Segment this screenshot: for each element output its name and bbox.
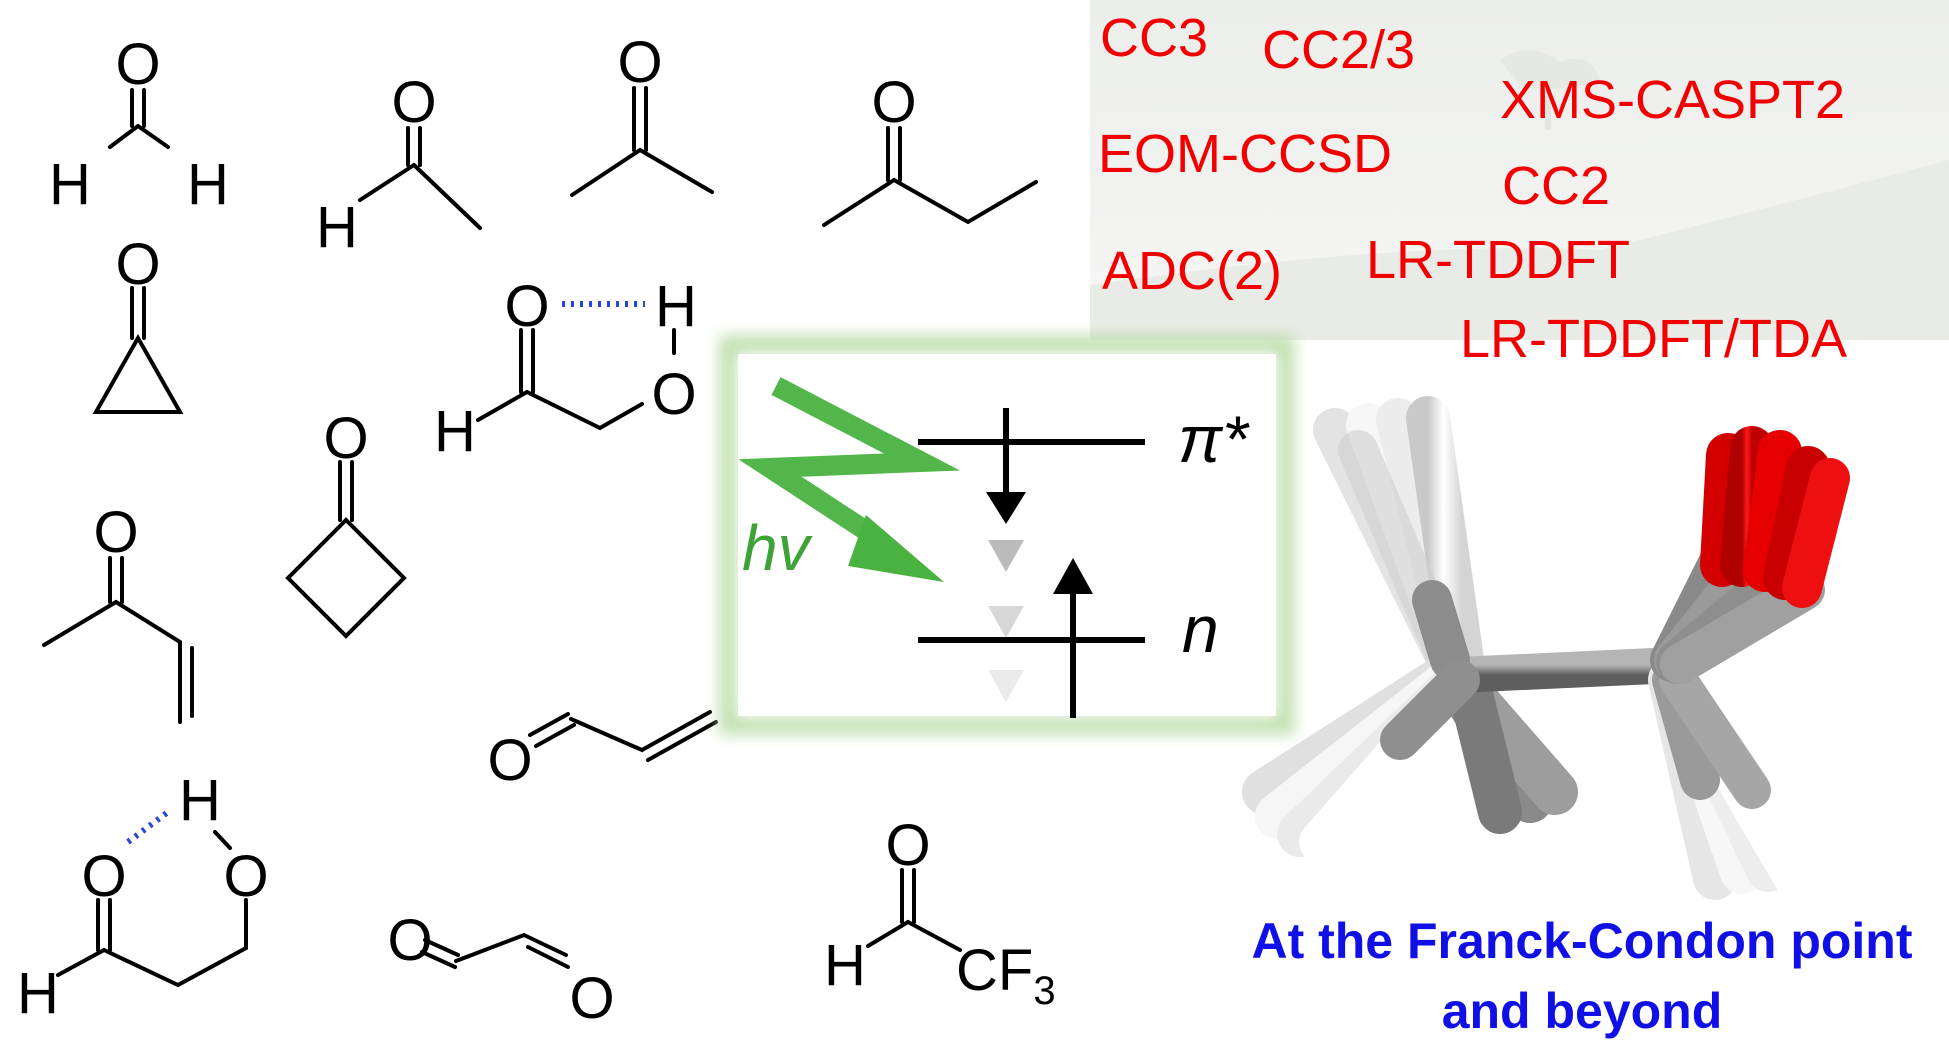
relaxation-arrow	[988, 606, 1024, 638]
hydrogen-atom: H	[17, 961, 59, 1026]
molecule-butanone: O	[822, 70, 1038, 227]
molecule-glycolaldehyde: O H O H	[434, 274, 697, 464]
electron-up-arrow	[1053, 558, 1093, 594]
method-list: CC3 CC2/3 XMS-CASPT2 EOM-CCSD CC2 ADC(2)…	[1098, 8, 1847, 369]
hydrogen-atom: H	[179, 768, 221, 833]
electron-down-arrow	[986, 492, 1026, 524]
oxygen-atom: O	[387, 908, 432, 973]
oxygen-atom: O	[617, 30, 662, 95]
method-label: CC2/3	[1262, 20, 1415, 80]
relaxation-arrow	[988, 670, 1024, 702]
method-label: LR-TDDFT/TDA	[1460, 309, 1847, 369]
molecule-methyl-vinyl-ketone: O	[42, 500, 194, 724]
hydrogen-atom: H	[187, 152, 229, 217]
oxygen-bundle	[1700, 426, 1850, 608]
oxygen-atom: O	[323, 406, 368, 471]
photon-arrow	[738, 377, 961, 549]
oxygen-atom: O	[487, 728, 532, 793]
conformer-ensemble	[1242, 396, 1850, 900]
carbon-label: CF3	[956, 938, 1056, 1013]
oxygen-atom: O	[115, 32, 160, 97]
molecule-cyclobutanone: O	[285, 406, 407, 639]
oxygen-atom: O	[115, 232, 160, 297]
pi-star-label: π*	[1178, 402, 1250, 476]
oxygen-atom: O	[81, 844, 126, 909]
oxygen-atom: O	[223, 844, 268, 909]
method-label: ADC(2)	[1102, 241, 1282, 301]
oxygen-atom: O	[871, 70, 916, 135]
method-label: LR-TDDFT	[1366, 230, 1630, 290]
orbital-diagram: hv π* n	[719, 335, 1295, 735]
oxygen-atom: O	[885, 813, 930, 878]
hydrogen-bundle	[1648, 658, 1816, 900]
molecule-acetaldehyde: O H	[316, 70, 482, 260]
oxygen-atom: O	[569, 966, 614, 1031]
method-label: CC2	[1502, 156, 1610, 216]
molecule-cyclopropanone: O	[92, 232, 184, 414]
hydrogen-atom: H	[824, 933, 866, 998]
caption-line-2: and beyond	[1442, 983, 1723, 1039]
caption-line-1: At the Franck-Condon point	[1251, 913, 1912, 969]
oxygen-atom: O	[504, 274, 549, 339]
caption: At the Franck-Condon point and beyond	[1251, 913, 1912, 1039]
oxygen-atom: O	[93, 500, 138, 565]
oxygen-atom: O	[391, 70, 436, 135]
carbon-carbon-bond	[1440, 647, 1693, 693]
molecule-trifluoroacetaldehyde: O H CF3	[824, 813, 1056, 1013]
hydrogen-bundle	[1439, 667, 1578, 834]
relaxation-arrow	[988, 540, 1024, 572]
hydrogen-atom: H	[434, 399, 476, 464]
hydrogen-atom: H	[316, 195, 358, 260]
molecule-acrolein: O	[487, 710, 718, 793]
method-label: CC3	[1100, 8, 1208, 68]
molecule-3-hydroxypropanal: O H O H	[17, 768, 269, 1026]
molecule-formaldehyde: O H H	[49, 32, 229, 217]
hydrogen-atom: H	[655, 274, 697, 339]
oxygen-atom: O	[651, 362, 696, 427]
hydrogen-atom: H	[49, 152, 91, 217]
background-landscape	[1090, 0, 1949, 340]
photon-label: hv	[742, 512, 814, 584]
molecule-acetone: O	[570, 30, 714, 197]
molecule-glyoxal: O O	[387, 908, 614, 1031]
n-label: n	[1182, 592, 1219, 666]
method-label: EOM-CCSD	[1098, 124, 1392, 184]
method-label: XMS-CASPT2	[1500, 70, 1845, 130]
